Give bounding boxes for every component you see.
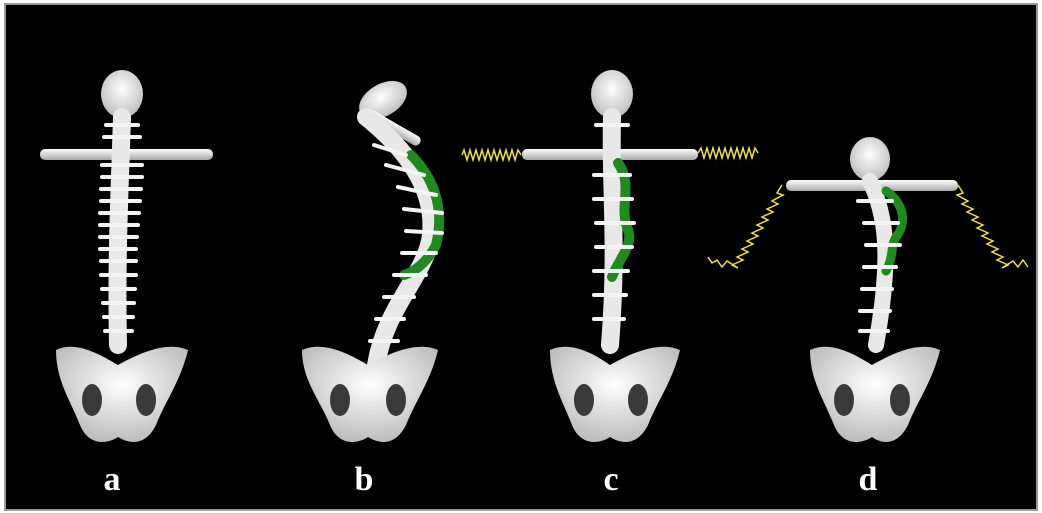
panel-label-b: b — [344, 463, 384, 497]
pelvis-c — [550, 347, 680, 442]
spine-illustration — [6, 5, 1036, 509]
spine-model-c — [462, 70, 758, 442]
spine-model-a — [40, 70, 213, 442]
panel-label-a: a — [92, 463, 132, 497]
panel-label-c: c — [591, 463, 631, 497]
figure-frame: a b c d — [4, 3, 1038, 511]
spine-model-d — [708, 137, 1028, 442]
spring-c-right — [698, 148, 758, 158]
spine-model-b — [302, 73, 442, 442]
pelvis-d — [810, 347, 940, 442]
panel-label-d: d — [848, 463, 888, 497]
spring-d-right — [957, 185, 1028, 268]
spring-c-left — [462, 150, 521, 160]
spring-d-left — [708, 185, 783, 268]
pelvis-a — [56, 347, 188, 442]
